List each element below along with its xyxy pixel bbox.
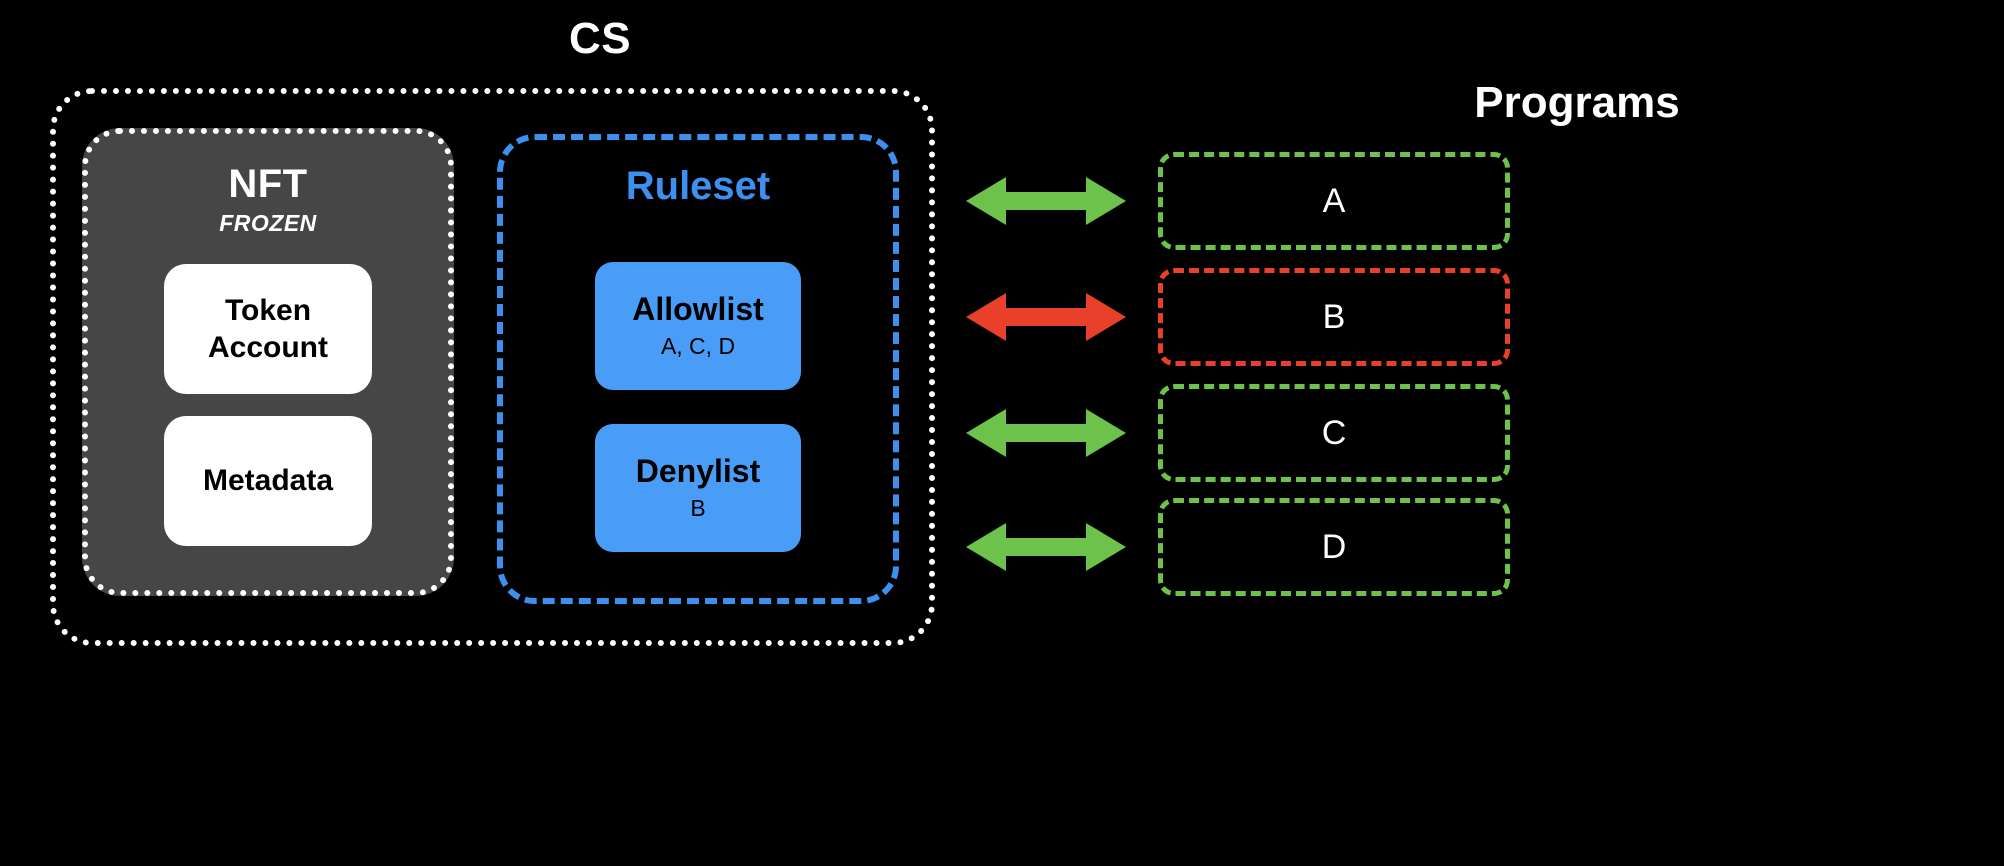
connection-arrow-c: [966, 404, 1126, 462]
cs-title: CS: [568, 14, 632, 63]
denylist-title: Denylist: [635, 453, 761, 490]
cs-container: [50, 88, 935, 646]
program-box-a-label: A: [1322, 181, 1346, 220]
program-box-a: A: [1158, 152, 1510, 250]
program-box-c: C: [1158, 384, 1510, 482]
double-arrow-icon: [966, 293, 1126, 341]
ruleset-card-allowlist: Allowlist A, C, D: [595, 262, 801, 390]
allowlist-items: A, C, D: [660, 332, 736, 359]
ruleset-card-denylist: Denylist B: [595, 424, 801, 552]
nft-panel-title: NFT: [228, 162, 308, 206]
ruleset-panel: Ruleset Allowlist A, C, D Denylist B: [497, 134, 899, 604]
program-box-b: B: [1158, 268, 1510, 366]
allowlist-title: Allowlist: [632, 291, 764, 328]
nft-card-token-account-line1: Token: [224, 293, 312, 327]
programs-title: Programs: [1474, 78, 1680, 127]
nft-card-metadata-label: Metadata: [202, 464, 334, 498]
nft-frozen-badge: FROZEN: [219, 210, 317, 236]
double-arrow-icon: [966, 523, 1126, 571]
connection-arrow-a: [966, 172, 1126, 230]
program-box-c-label: C: [1321, 413, 1347, 452]
program-box-d: D: [1158, 498, 1510, 596]
ruleset-panel-title: Ruleset: [625, 164, 771, 208]
denylist-items: B: [690, 494, 706, 521]
program-box-d-label: D: [1321, 527, 1347, 566]
program-box-b-label: B: [1322, 297, 1346, 336]
connection-arrow-b: [966, 288, 1126, 346]
nft-card-token-account-label: Token Account: [208, 292, 328, 366]
nft-card-token-account: Token Account: [164, 264, 372, 394]
nft-panel: NFT FROZEN Token Account Metadata: [82, 128, 454, 596]
double-arrow-icon: [966, 177, 1126, 225]
nft-card-token-account-line2: Account: [208, 331, 328, 364]
connection-arrow-d: [966, 518, 1126, 576]
nft-card-metadata: Metadata: [164, 416, 372, 546]
double-arrow-icon: [966, 409, 1126, 457]
